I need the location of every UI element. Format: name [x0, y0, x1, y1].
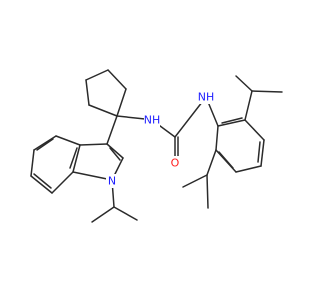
top-isopropyl-up: [235, 75, 253, 92]
indole-five-e: [106, 143, 124, 159]
atom-oxygen-label: O: [171, 157, 180, 170]
indole-six-b: [33, 135, 57, 151]
aryl-d: [235, 165, 262, 173]
aryl-a: [217, 119, 246, 127]
molecule-structure: NH NH O N: [30, 69, 283, 223]
indole-six-e: [51, 171, 74, 194]
bottom-isopropyl-bond: [206, 149, 217, 176]
double-indole-c7a-c3a: [69, 147, 78, 169]
double-indole-benzene-top: [36, 138, 54, 151]
atom-indole-nitrogen: N: [106, 174, 118, 188]
aryl-b: [244, 119, 265, 141]
indole-six-a: [55, 135, 81, 146]
bond-layer: [30, 69, 283, 223]
n-isopropyl-left: [91, 206, 115, 223]
ring-c: [85, 69, 109, 81]
bottom-isopropyl-down: [206, 174, 209, 209]
ring-e: [116, 88, 127, 117]
link-quaternary-c3: [106, 115, 118, 145]
top-isopropyl-right: [251, 90, 283, 93]
n-isopropyl-right: [113, 206, 138, 221]
ring-b: [85, 79, 90, 106]
double-indole-c2c3: [109, 147, 121, 161]
atom-oxygen: O: [169, 156, 181, 170]
indole-five-a: [79, 143, 108, 146]
bottom-isopropyl-left: [182, 174, 208, 188]
aryl-c: [260, 139, 265, 167]
link-quaternary-ch2: [116, 115, 146, 120]
ring-a: [88, 104, 118, 117]
double-aryl-right: [257, 141, 261, 163]
double-aryl-bottom: [218, 151, 234, 169]
aryl-f: [215, 125, 219, 151]
double-indole-benzene-bottom: [33, 173, 52, 189]
indole-five-b: [72, 144, 81, 173]
atom-nh-left-label: NH: [144, 114, 161, 127]
indole-six-d: [30, 175, 53, 194]
atom-label-layer: NH NH O N: [106, 90, 214, 188]
atom-nh-right-label: NH: [198, 91, 215, 104]
ring-d: [107, 69, 127, 90]
atom-nh-right: NH: [198, 90, 215, 104]
indole-six-c: [30, 149, 35, 177]
atom-indole-nitrogen-label: N: [108, 175, 116, 188]
double-aryl-top: [221, 117, 243, 124]
top-isopropyl-bond: [244, 90, 253, 121]
indole-five-c: [72, 171, 113, 181]
atom-nh-left: NH: [144, 113, 161, 127]
